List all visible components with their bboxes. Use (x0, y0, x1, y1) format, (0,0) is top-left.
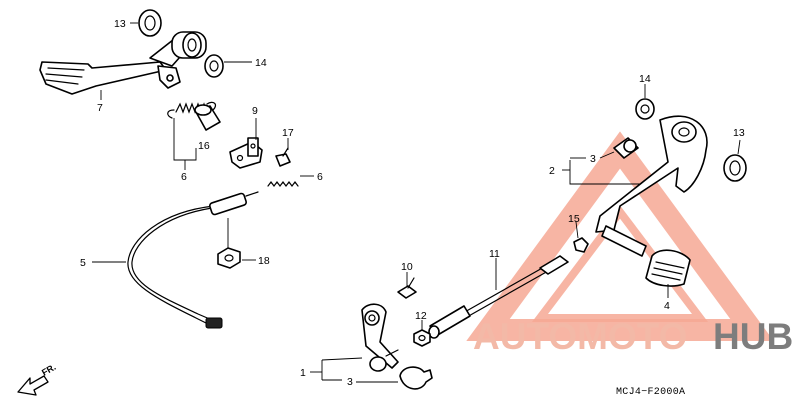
callout-6-left: 6 (181, 171, 187, 183)
pivot-bolt-3-right (613, 137, 639, 159)
ball-joint-3 (399, 366, 433, 390)
watermark-text-part2: HUB (713, 316, 793, 357)
callout-13-left: 13 (114, 18, 126, 30)
callout-labels: 13 14 7 9 17 16 6 6 5 18 3 2 14 13 15 4 … (80, 18, 745, 388)
brake-switch-cable-5 (127, 191, 259, 329)
watermark-text: AUTOMOTO HUB (473, 316, 793, 357)
callout-2: 2 (549, 165, 555, 177)
washer-14-right (635, 98, 655, 120)
front-direction-label: FR. (40, 362, 58, 378)
callout-3-bottom: 3 (347, 376, 353, 388)
callout-16: 16 (198, 140, 210, 152)
front-direction-arrow: FR. (17, 362, 58, 396)
gearshift-arm (595, 115, 708, 233)
shift-arm-1 (361, 303, 399, 372)
callout-14-left: 14 (255, 57, 267, 69)
bracket (229, 137, 263, 169)
callout-7: 7 (97, 102, 103, 114)
shift-rod-11 (428, 255, 569, 339)
leader-lines (92, 22, 741, 383)
callout-13-right: 13 (733, 127, 745, 139)
callout-18: 18 (258, 255, 270, 267)
callout-4: 4 (664, 300, 670, 312)
callout-15: 15 (568, 213, 580, 225)
callout-11: 11 (489, 248, 500, 260)
front-arrow-icon (17, 375, 49, 396)
nut-12 (413, 329, 431, 347)
callout-5: 5 (80, 257, 86, 269)
brake-pedal-7 (39, 31, 207, 95)
spring-6 (267, 181, 299, 187)
watermark-triangle (466, 131, 774, 341)
diagram-code: MCJ4−F2000A (616, 387, 685, 398)
watermark-text-part1: AUTOMOTO (473, 316, 687, 357)
collar-9 (194, 104, 221, 131)
callout-9: 9 (252, 105, 258, 117)
callout-1: 1 (300, 367, 306, 379)
callout-14-right: 14 (639, 73, 651, 85)
oil-seal-13-right (723, 154, 747, 182)
washer-14-left (204, 54, 224, 78)
rubber-peg-4 (601, 225, 691, 287)
bolt-10 (397, 277, 417, 299)
callout-3-right: 3 (590, 153, 596, 165)
nut-15 (573, 237, 589, 253)
adjusting-nut-18 (217, 247, 241, 269)
callout-6-right: 6 (317, 171, 323, 183)
bolt-17 (275, 147, 291, 167)
callout-12: 12 (415, 310, 427, 322)
callout-17: 17 (282, 127, 294, 139)
oil-seal-13-left (138, 9, 162, 37)
callout-10: 10 (401, 261, 413, 273)
